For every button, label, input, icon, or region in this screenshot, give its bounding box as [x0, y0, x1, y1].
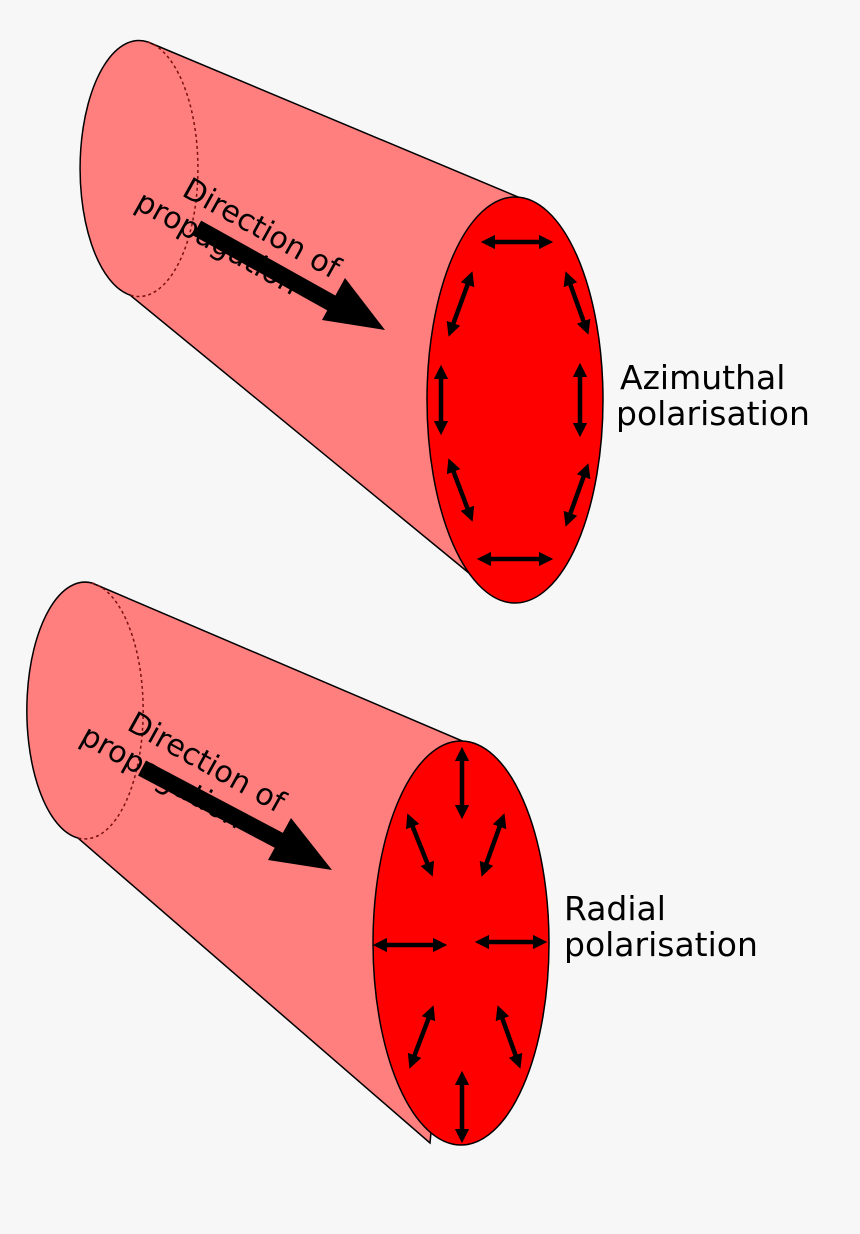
polarisation-label: Azimuthal polarisation — [616, 358, 810, 433]
direction-arrow — [138, 760, 332, 870]
polarisation-arrows — [372, 746, 548, 1144]
direction-arrow — [192, 220, 385, 330]
field-arrow — [563, 463, 591, 527]
field-arrow — [495, 1005, 523, 1069]
field-arrow — [479, 813, 507, 877]
field-arrow — [407, 1005, 436, 1069]
polarisation-label-line1: Radial — [564, 889, 666, 928]
field-arrow — [446, 458, 475, 522]
polarisation-label-line2: polarisation — [616, 394, 810, 433]
field-arrow — [405, 813, 435, 877]
field-arrow — [446, 271, 475, 337]
polarisation-arrows — [433, 234, 591, 567]
radial-beam: Direction of propagation Radial polarisa… — [26, 581, 758, 1146]
beam-back-edge-hidden — [129, 41, 199, 298]
beam-face — [426, 196, 604, 604]
field-arrow — [563, 271, 591, 335]
polarisation-label-line1: Azimuthal — [620, 358, 785, 397]
beam-body — [79, 39, 519, 580]
polarisation-label: Radial polarisation — [564, 889, 758, 964]
polarisation-label-line2: polarisation — [564, 925, 758, 964]
azimuthal-beam: Direction of propagation Azimuthal polar… — [79, 39, 810, 604]
beam-body — [26, 581, 468, 1145]
